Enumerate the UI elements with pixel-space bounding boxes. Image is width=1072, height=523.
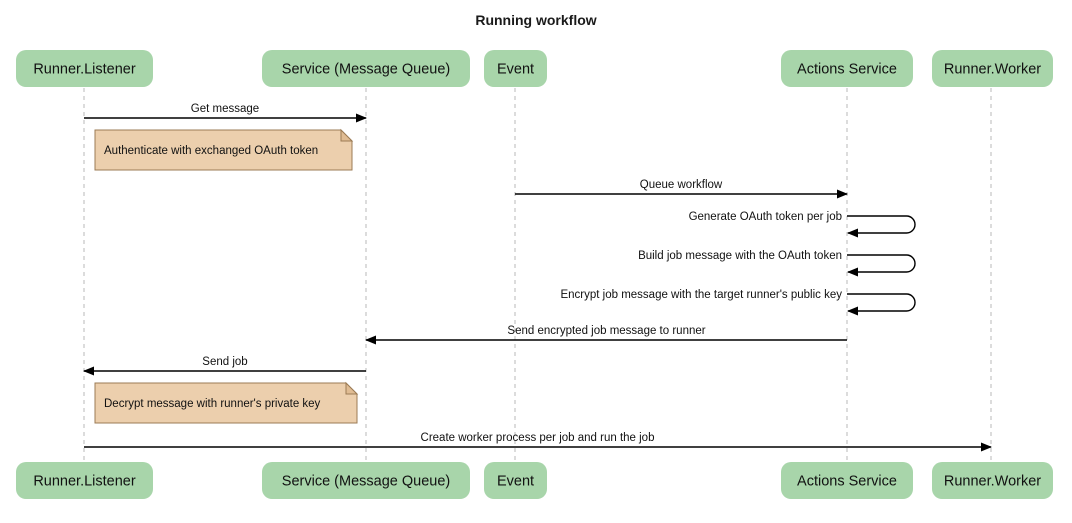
note-fold-corner-icon	[340, 128, 354, 142]
header-participants-group: Runner.Listener Service (Message Queue) Ev…	[16, 50, 1053, 87]
note-label: Decrypt message with runner's private ke…	[104, 398, 321, 410]
participant-runner-listener-footer[interactable]: Runner.Listener	[16, 462, 153, 499]
self-message-build-job-message: Build job message with the OAuth token	[638, 250, 916, 277]
self-message-arrow	[847, 293, 916, 316]
participant-label: Event	[497, 61, 534, 77]
participant-label: Actions Service	[797, 61, 897, 77]
note-label: Authenticate with exchanged OAuth token	[104, 145, 318, 157]
self-message-arrow	[847, 215, 916, 238]
notes-group: Authenticate with exchanged OAuth tokenD…	[94, 128, 359, 424]
page-title: Running workflow	[475, 12, 596, 28]
participant-event-footer[interactable]: Event	[484, 462, 547, 499]
note-fold-corner-icon	[345, 381, 359, 395]
message-label: Queue workflow	[640, 179, 723, 191]
self-message-label: Generate OAuth token per job	[689, 211, 842, 223]
participant-label: Runner.Listener	[33, 473, 136, 489]
participant-label: Service (Message Queue)	[282, 61, 450, 77]
self-message-label: Build job message with the OAuth token	[638, 250, 842, 262]
note-body	[94, 129, 353, 171]
participant-actions-service-header[interactable]: Actions Service	[781, 50, 913, 87]
participant-event-header[interactable]: Event	[484, 50, 547, 87]
participant-label: Runner.Listener	[33, 61, 136, 77]
message-label: Send job	[202, 356, 247, 368]
participant-runner-worker-footer[interactable]: Runner.Worker	[932, 462, 1053, 499]
self-message-generate-oauth-token: Generate OAuth token per job	[689, 211, 916, 238]
message-label: Get message	[191, 103, 259, 115]
participant-label: Runner.Worker	[944, 473, 1041, 489]
participant-service-message-queue-footer[interactable]: Service (Message Queue)	[262, 462, 470, 499]
footer-participants-group: Runner.Listener Service (Message Queue) Ev…	[16, 462, 1053, 499]
participant-runner-worker-header[interactable]: Runner.Worker	[932, 50, 1053, 87]
message-queue-workflow: Queue workflow	[515, 179, 848, 199]
message-send-encrypted-job-message: Send encrypted job message to runner	[365, 325, 847, 345]
participant-actions-service-footer[interactable]: Actions Service	[781, 462, 913, 499]
note-body	[94, 382, 358, 424]
participant-label: Event	[497, 473, 534, 489]
note-authenticate-note: Authenticate with exchanged OAuth token	[94, 128, 354, 171]
message-create-worker-process: Create worker process per job and run th…	[84, 432, 992, 452]
participant-label: Runner.Worker	[944, 61, 1041, 77]
self-message-label: Encrypt job message with the target runn…	[560, 289, 842, 301]
participant-service-message-queue-header[interactable]: Service (Message Queue)	[262, 50, 470, 87]
note-decrypt-note: Decrypt message with runner's private ke…	[94, 381, 359, 424]
message-label: Create worker process per job and run th…	[421, 432, 655, 444]
message-send-job: Send job	[83, 356, 366, 376]
participant-label: Actions Service	[797, 473, 897, 489]
message-label: Send encrypted job message to runner	[507, 325, 705, 337]
message-get-message: Get message	[84, 103, 367, 123]
participant-label: Service (Message Queue)	[282, 473, 450, 489]
participant-runner-listener-header[interactable]: Runner.Listener	[16, 50, 153, 87]
self-message-encrypt-job-message: Encrypt job message with the target runn…	[560, 289, 916, 316]
self-message-arrow	[847, 254, 916, 277]
